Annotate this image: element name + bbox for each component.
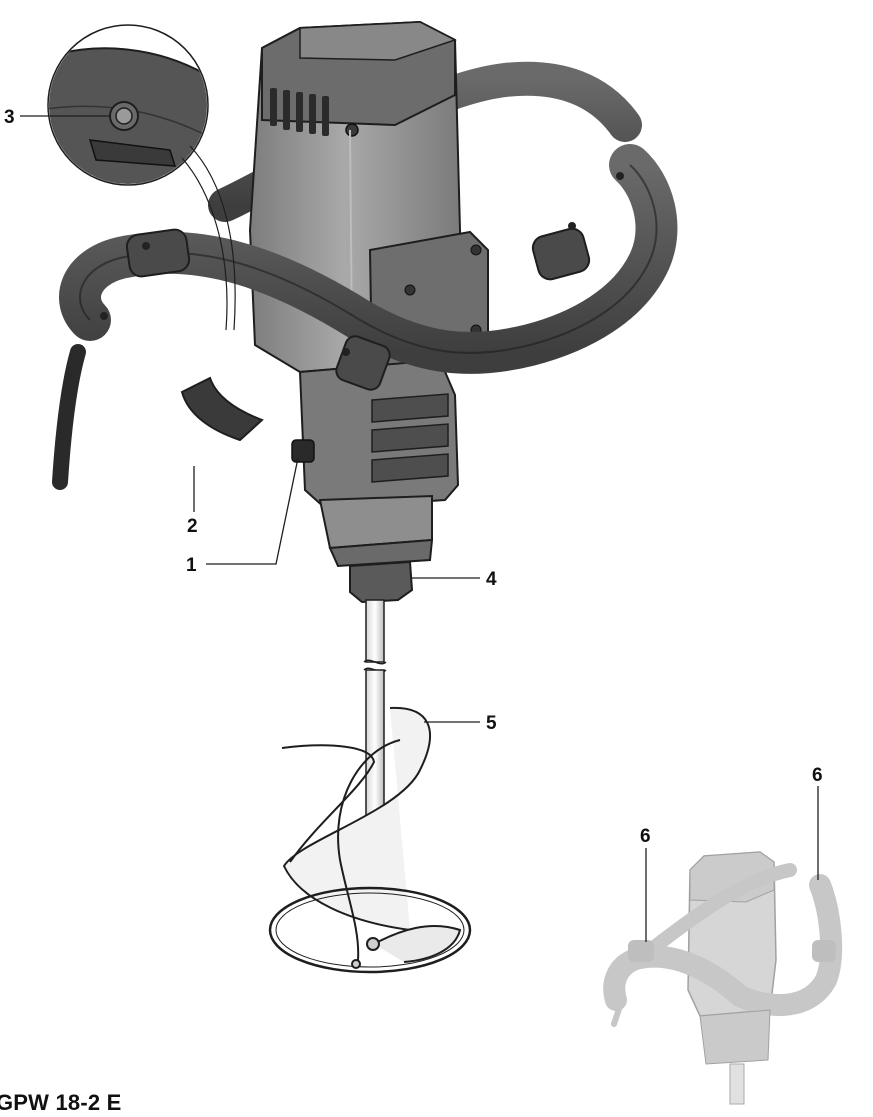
- handle-band-left: [125, 228, 191, 278]
- handle-band-right: [531, 227, 591, 281]
- power-cord: [52, 344, 86, 490]
- handle-band-center: [335, 335, 391, 391]
- gear-housing: [298, 358, 460, 568]
- on-off-switch: [180, 376, 264, 442]
- mixer-thumbnail: [603, 851, 843, 1105]
- leader-lines: [20, 115, 819, 942]
- callout-5: 5: [486, 713, 497, 734]
- mixing-paddle: [268, 706, 472, 974]
- model-title: GPW 18-2 E: [0, 1090, 122, 1115]
- callout-6-right: 6: [812, 765, 823, 786]
- inset-trigger: [88, 139, 177, 167]
- callout-1: 1: [186, 555, 197, 576]
- stirrer-shaft-upper: [365, 599, 385, 663]
- callout-2: 2: [187, 516, 198, 537]
- mixer-main: [52, 20, 678, 974]
- detail-inset: [47, 24, 236, 331]
- spindle-chuck: [349, 560, 414, 604]
- callout-3: 3: [4, 107, 15, 128]
- leader-1: [206, 457, 299, 565]
- speed-preselection-wheel: [291, 439, 315, 463]
- callout-6-left: 6: [640, 826, 651, 847]
- callout-4: 4: [486, 569, 497, 590]
- vent-slots: [270, 88, 329, 136]
